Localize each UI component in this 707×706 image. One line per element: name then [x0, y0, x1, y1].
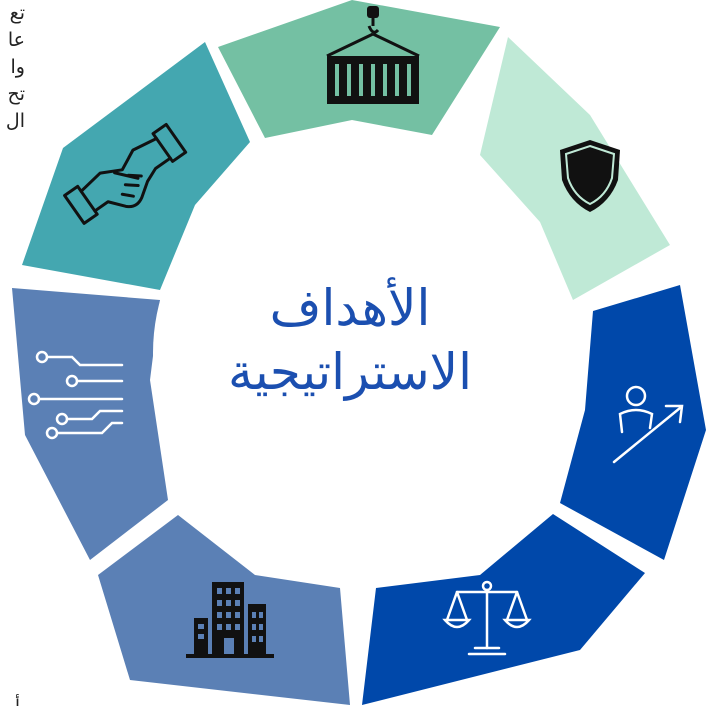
side-text-line: عا [7, 29, 25, 51]
scales-of-justice-icon [442, 580, 532, 656]
center-title: الأهداف الاستراتيجية [175, 276, 525, 404]
shield-icon [560, 140, 620, 212]
cropped-side-text: تع عا وا تح ال [0, 0, 25, 135]
handshake-icon [63, 122, 188, 225]
bottom-cropped-fragment: أ [15, 694, 20, 706]
justice-segment [362, 514, 645, 705]
side-text-line: ال [5, 110, 25, 132]
partnership-segment [22, 42, 250, 290]
office-buildings-icon [186, 582, 274, 658]
side-text-line: تع [9, 2, 25, 24]
crane-container-icon [326, 6, 420, 104]
growth-segment [560, 285, 706, 560]
technology-segment [12, 288, 168, 560]
side-text-line: وا [10, 56, 25, 78]
side-text-line: تح [7, 83, 25, 105]
center-disc [153, 153, 553, 553]
center-title-line2: الاستراتيجية [227, 343, 473, 401]
circuit-network-icon [27, 350, 124, 440]
person-growth-arrow-icon [612, 385, 684, 464]
center-title-line1: الأهداف [269, 279, 431, 337]
